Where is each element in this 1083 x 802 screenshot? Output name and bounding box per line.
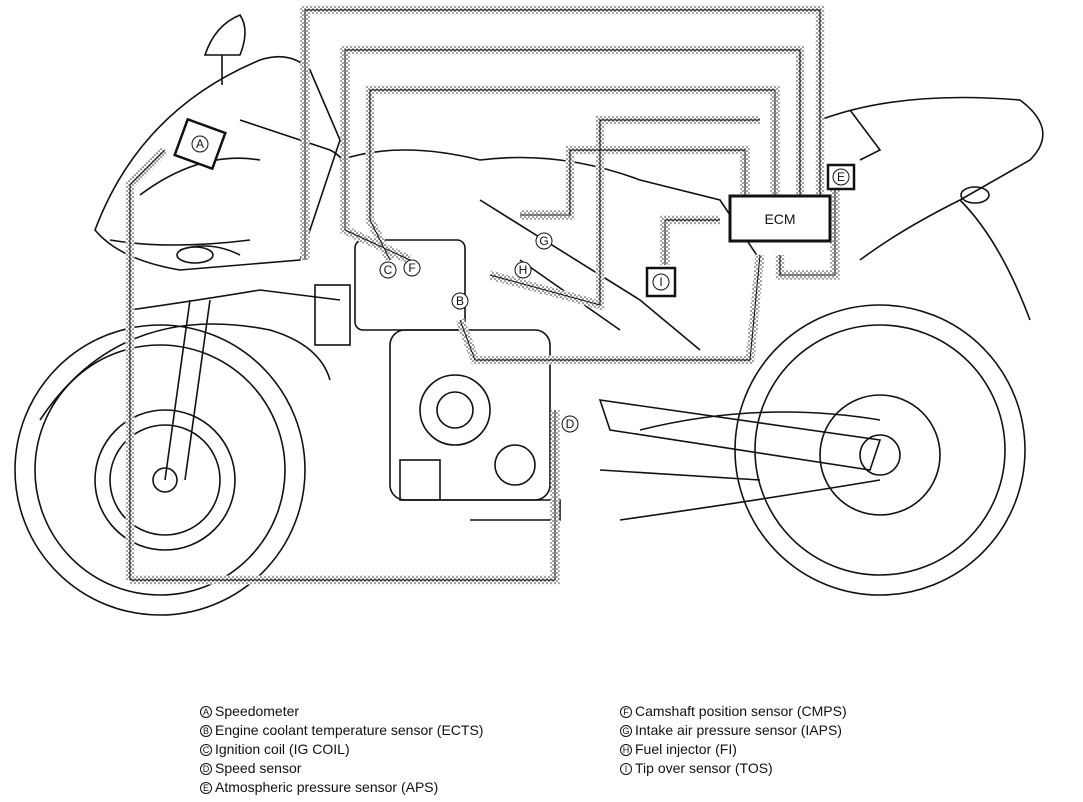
svg-text:F: F (408, 261, 415, 275)
component-markers: A B C D E F G H (173, 117, 856, 433)
legend-key: F (620, 705, 632, 718)
legend-item-e: E Atmospheric pressure sensor (APS) (200, 778, 483, 797)
legend-text: Speed sensor (215, 760, 302, 776)
legend-text: Intake air pressure sensor (IAPS) (635, 722, 842, 738)
legend-left: A Speedometer B Engine coolant temperatu… (200, 702, 483, 797)
legend-item-f: F Camshaft position sensor (CMPS) (620, 702, 847, 721)
svg-text:C: C (384, 263, 393, 277)
marker-c: C (379, 261, 397, 279)
legend-item-i: I Tip over sensor (TOS) (620, 759, 847, 778)
legend-key: G (620, 724, 632, 737)
legend-text: Ignition coil (IG COIL) (215, 741, 350, 757)
marker-b: B (451, 292, 469, 310)
marker-a: A (173, 117, 227, 171)
legend-key: D (200, 762, 212, 775)
legend-text: Engine coolant temperature sensor (ECTS) (215, 722, 484, 738)
legend-key: A (200, 705, 212, 718)
svg-text:G: G (539, 234, 548, 248)
marker-i: I (645, 266, 677, 298)
legend-text: Camshaft position sensor (CMPS) (635, 703, 847, 719)
harness-outlines (129, 9, 836, 581)
motorcycle-outline (14, 14, 1044, 616)
legend-text: Fuel injector (FI) (635, 741, 737, 757)
legend-key: C (200, 743, 212, 756)
legend-item-h: H Fuel injector (FI) (620, 740, 847, 759)
legend-item-b: B Engine coolant temperature sensor (ECT… (200, 721, 483, 740)
marker-d: D (561, 415, 579, 433)
legend-right: F Camshaft position sensor (CMPS) G Inta… (620, 702, 847, 778)
svg-text:I: I (659, 275, 662, 289)
legend-text: Atmospheric pressure sensor (APS) (215, 779, 439, 795)
marker-f: F (403, 259, 421, 277)
legend-item-a: A Speedometer (200, 702, 483, 721)
legend-text: Speedometer (215, 703, 300, 719)
marker-h: H (514, 261, 532, 279)
svg-text:B: B (456, 294, 464, 308)
legend-key: B (200, 724, 212, 737)
svg-text:H: H (519, 263, 528, 277)
svg-text:E: E (837, 170, 845, 184)
harness-routes (125, 5, 840, 585)
legend-text: Tip over sensor (TOS) (635, 760, 773, 776)
svg-text:D: D (566, 417, 575, 431)
ecm-label: ECM (764, 211, 795, 227)
svg-text:A: A (196, 137, 204, 151)
legend-item-g: G Intake air pressure sensor (IAPS) (620, 721, 847, 740)
marker-g: G (535, 232, 553, 250)
legend-item-d: D Speed sensor (200, 759, 483, 778)
legend-item-c: C Ignition coil (IG COIL) (200, 740, 483, 759)
motorcycle-ecm-diagram: ECM A B C D E F G (14, 5, 1044, 616)
legend-key: H (620, 743, 632, 756)
ecm-unit: ECM (728, 194, 832, 243)
legend-key: I (620, 762, 632, 775)
marker-e: E (826, 163, 856, 191)
legend-key: E (200, 781, 212, 794)
